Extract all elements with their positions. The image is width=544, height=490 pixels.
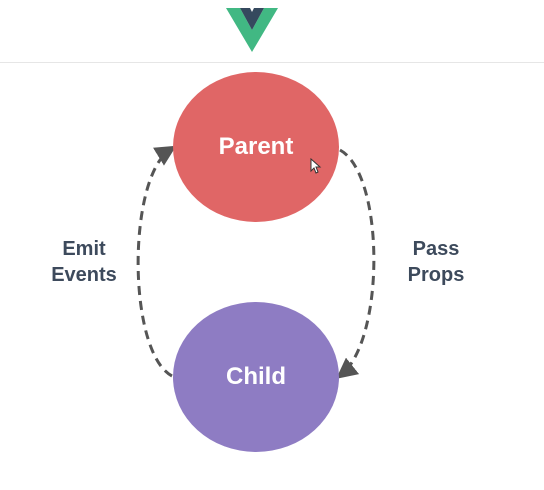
parent-node: Parent: [173, 72, 339, 222]
mouse-pointer-icon: [310, 157, 322, 174]
header-divider: [0, 62, 544, 63]
vue-logo-icon: [222, 0, 282, 52]
emit-events-arrow: [136, 145, 177, 378]
pass-props-arrow: [336, 148, 376, 379]
pass-props-label: Pass Props: [388, 236, 484, 288]
pass-props-label-line1: Pass: [412, 238, 460, 260]
pass-props-label-line2: Props: [407, 264, 465, 286]
child-node: Child: [173, 302, 339, 452]
emit-events-label-line2: Events: [51, 264, 117, 286]
emit-events-label: Emit Events: [36, 236, 132, 288]
child-node-label: Child: [226, 363, 286, 390]
emit-events-label-line1: Emit: [62, 238, 106, 260]
parent-node-label: Parent: [218, 133, 294, 160]
